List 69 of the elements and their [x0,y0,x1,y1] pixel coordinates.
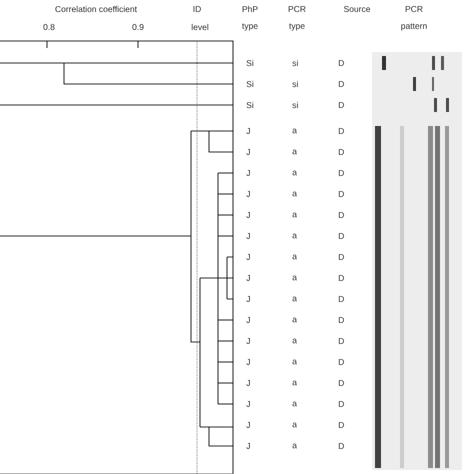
table-cell: a [292,318,297,322]
table-cell: J [246,401,250,407]
table-cell: a [292,234,297,238]
table-cell: a [292,380,297,386]
column-header: Source [344,6,370,12]
axis-tick-label: 0.9 [132,24,144,30]
table-cell: a [292,422,297,428]
table-cell: D [338,191,344,197]
table-cell: Si [246,60,254,66]
table-cell: J [246,296,250,302]
table-cell: J [246,149,250,155]
table-cell: D [338,380,344,386]
table-cell: a [292,296,297,302]
column-header: PhP [242,6,258,12]
table-cell: D [338,275,344,281]
table-cell: D [338,338,344,344]
axis-tick-label: 0.8 [43,24,55,30]
table-cell: J [246,254,250,260]
table-cell: D [338,443,344,449]
column-header: pattern [401,23,427,31]
table-cell: J [246,317,250,323]
column-header: level [192,24,208,30]
table-cell: D [338,149,344,155]
table-cell: a [292,212,297,218]
table-cell: J [246,170,250,176]
table-cell: D [338,254,344,260]
table-cell: a [292,128,297,134]
column-header: PCR [406,6,423,12]
table-cell: a [292,150,297,154]
table-cell: D [338,359,344,365]
table-cell: D [338,170,344,176]
table-cell: J [246,359,250,365]
table-cell: Si [246,102,254,108]
table-cell: D [338,317,344,323]
table-cell: a [292,338,297,344]
table-cell: a [292,402,297,406]
table-cell: a [292,254,297,260]
table-cell: J [246,233,250,239]
table-cell: Si [246,80,254,88]
table-cell: J [246,443,250,449]
table-cell: D [338,128,344,134]
table-cell: D [338,60,344,66]
table-cell: J [246,275,250,281]
column-header: PCR [288,6,306,12]
column-header: type [242,23,258,31]
table-cell: J [246,212,250,218]
table-cell: D [338,422,344,428]
table-cell: D [338,401,344,407]
table-cell: D [338,102,344,108]
column-header: type [289,23,305,31]
table-cell: D [338,81,344,87]
table-cell: si [292,102,298,108]
table-cell: J [246,128,250,134]
table-cell: a [292,192,297,196]
table-cell: si [292,80,298,88]
table-cell: D [338,296,344,302]
table-cell: a [292,444,297,448]
table-cell: D [338,233,344,239]
table-cell: si [292,60,298,66]
table-cell: J [246,422,250,428]
table-cell: J [246,380,250,386]
table-cell: J [246,338,250,344]
table-cell: D [338,212,344,218]
table-cell: J [246,191,250,197]
table-cell: a [292,360,297,364]
column-header: ID [194,6,201,12]
table-cell: a [292,170,297,176]
table-cell: a [292,276,297,280]
column-header: Correlation coefficient [55,6,137,12]
